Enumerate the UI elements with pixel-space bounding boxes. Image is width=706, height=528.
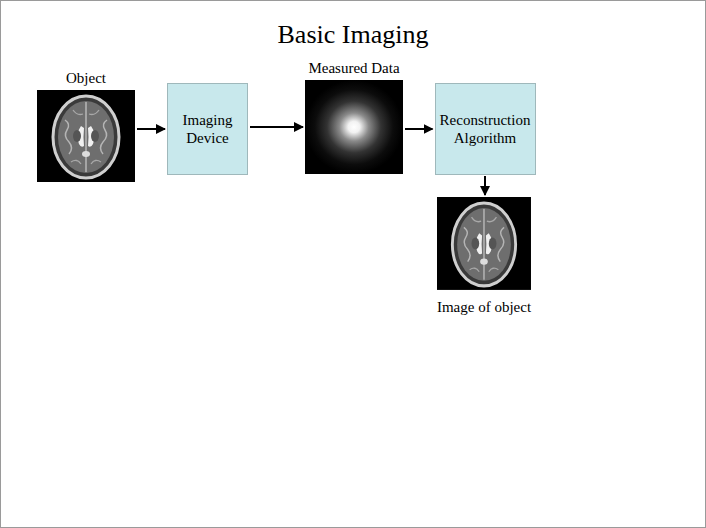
image-label: Image of object <box>437 298 531 316</box>
image-label: Measured Data <box>308 59 399 77</box>
flow-arrow <box>484 176 486 195</box>
object-image: Object <box>37 90 135 182</box>
box-label: Reconstruction Algorithm <box>436 111 535 147</box>
flow-arrow <box>405 128 433 130</box>
brain-scan <box>437 197 531 290</box>
flow-arrow <box>137 128 165 130</box>
data-image: Measured Data <box>305 80 403 174</box>
result-image: Image of object <box>437 197 531 290</box>
kspace-background <box>305 80 403 174</box>
box-label: Imaging Device <box>168 111 247 147</box>
process-box: Imaging Device <box>167 83 248 175</box>
brain-scan <box>37 90 135 182</box>
slide-title: Basic Imaging <box>0 20 706 50</box>
image-label: Object <box>66 69 106 87</box>
kspace-glow <box>305 80 403 174</box>
flow-arrow <box>250 126 303 128</box>
process-box: Reconstruction Algorithm <box>435 83 536 175</box>
